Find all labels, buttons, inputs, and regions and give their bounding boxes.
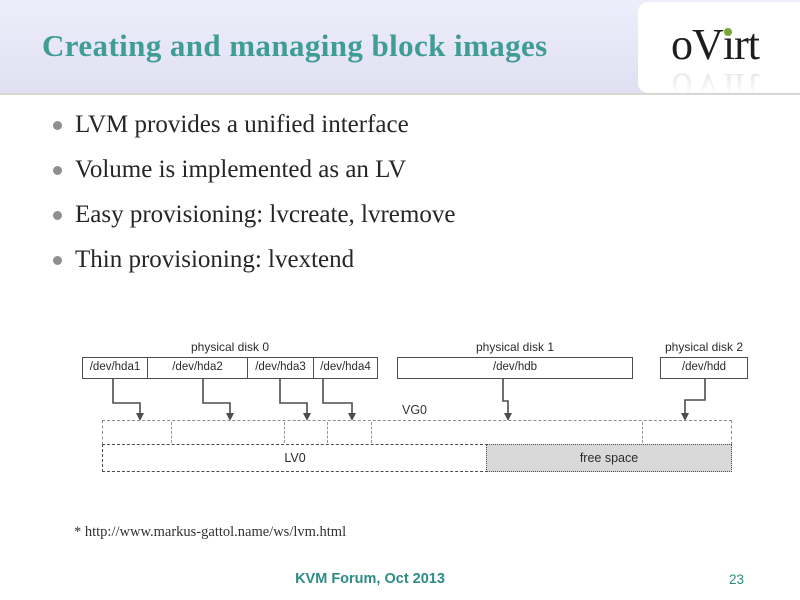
- bullet-text: Easy provisioning: lvcreate, lvremove: [75, 201, 456, 228]
- lv0-label: LV0: [284, 451, 306, 465]
- disk2-label: physical disk 2: [664, 340, 744, 354]
- partition-hdb: /dev/hdb: [492, 361, 538, 373]
- pv-divider: [284, 422, 285, 443]
- arrowhead-icon: [504, 413, 512, 421]
- bullet-icon: [53, 121, 62, 130]
- ovirt-green-dot-icon: [724, 28, 733, 36]
- disk1-box: /dev/hdb: [397, 357, 633, 379]
- bullet-text: Volume is implemented as an LV: [75, 156, 407, 183]
- partition-hda2: /dev/hda2: [148, 358, 248, 378]
- disk0-label: physical disk 0: [190, 340, 270, 354]
- vg0-box: [102, 420, 732, 445]
- pv-divider: [642, 422, 643, 443]
- arrow-hdd-to-vg0: [684, 379, 706, 414]
- bullet-icon: [53, 256, 62, 265]
- disk2-box: /dev/hdd: [660, 357, 748, 379]
- free-space-label: free space: [579, 451, 639, 465]
- ovirt-logo-part2: rt: [734, 20, 760, 69]
- disk1-label: physical disk 1: [475, 340, 555, 354]
- lv0-box: LV0: [102, 444, 488, 472]
- disk0-box: /dev/hda1 /dev/hda2 /dev/hda3 /dev/hda4: [82, 357, 378, 379]
- page-number: 23: [728, 572, 744, 587]
- arrow-hdb-to-vg0: [502, 379, 509, 414]
- pv-divider: [371, 422, 372, 443]
- bullet-item: LVM provides a unified interface: [52, 111, 455, 139]
- bullet-icon: [53, 211, 62, 220]
- arrowhead-icon: [348, 413, 356, 421]
- bullet-icon: [53, 166, 62, 175]
- arrowhead-icon: [303, 413, 311, 421]
- free-space-box: free space: [486, 444, 732, 472]
- ovirt-logo-part1: oV: [671, 20, 724, 69]
- arrowhead-icon: [226, 413, 234, 421]
- bullet-item: Volume is implemented as an LV: [52, 156, 455, 184]
- partition-hda4: /dev/hda4: [320, 361, 371, 373]
- arrow-hda1-to-vg0: [112, 379, 141, 414]
- arrow-hda2-to-vg0: [202, 379, 231, 414]
- arrow-hda4-to-vg0: [322, 379, 353, 414]
- bullet-item: Easy provisioning: lvcreate, lvremove: [52, 201, 455, 229]
- footnote: * http://www.markus-gattol.name/ws/lvm.h…: [74, 524, 347, 540]
- pv-divider: [327, 422, 328, 443]
- bullet-text: LVM provides a unified interface: [75, 111, 409, 138]
- arrowhead-icon: [136, 413, 144, 421]
- arrow-hda3-to-vg0: [279, 379, 308, 414]
- bullet-list: LVM provides a unified interface Volume …: [52, 111, 455, 291]
- arrowhead-icon: [681, 413, 689, 421]
- bullet-text: Thin provisioning: lvextend: [75, 246, 355, 273]
- bullet-item: Thin provisioning: lvextend: [52, 246, 455, 274]
- partition-hdd: /dev/hdd: [681, 361, 727, 373]
- pv-divider: [171, 422, 172, 443]
- footer-conference: KVM Forum, Oct 2013: [295, 571, 445, 587]
- partition-hda3: /dev/hda3: [248, 358, 314, 378]
- vg0-label: VG0: [402, 403, 428, 417]
- partition-hda1: /dev/hda1: [83, 358, 148, 378]
- ovirt-logo-i: ı: [723, 23, 735, 67]
- slide-title: Creating and managing block images: [42, 28, 548, 63]
- ovirt-logo-reflection: oVırt: [671, 64, 759, 93]
